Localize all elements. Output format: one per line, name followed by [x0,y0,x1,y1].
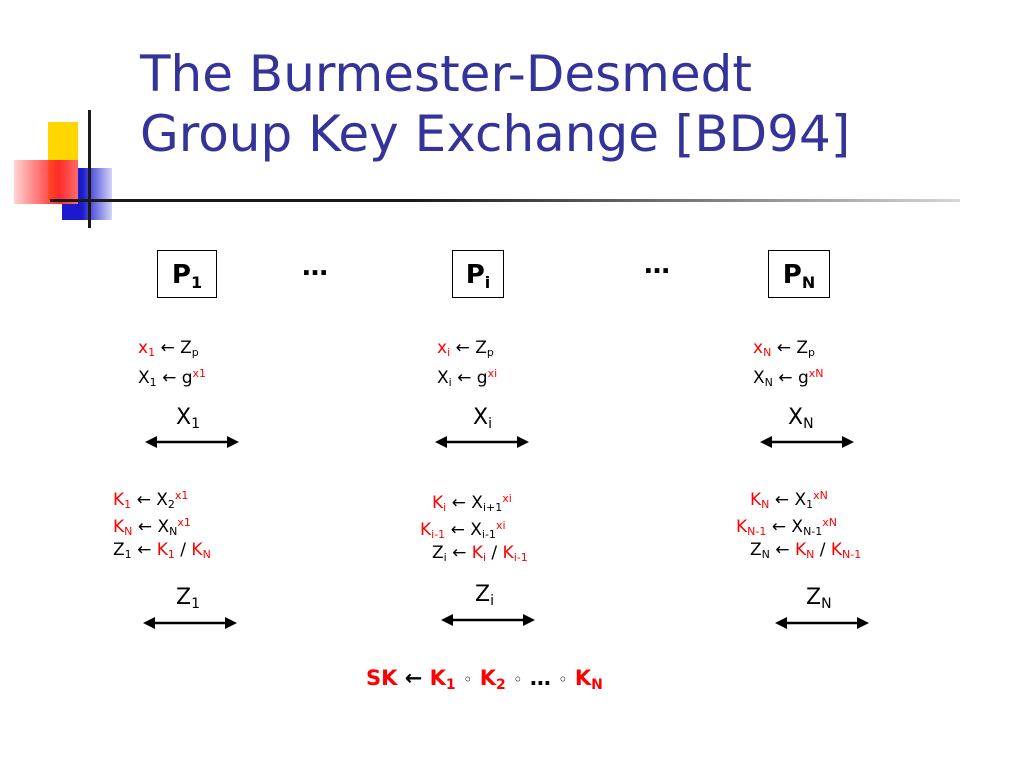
p1-msg2-label: Z1 [176,585,200,612]
p1-k2-eq: KN ← XNx1 [113,516,191,538]
pn-msg2-arrow [775,617,869,629]
title-underline [50,199,960,202]
title-line-1: The Burmester-Desmedt [140,45,752,103]
pi-msg1-arrow [435,436,529,448]
ellipsis-left: … [302,252,331,282]
logo-vertical-line [88,110,91,228]
pn-k1-eq: KN ← X1xN [750,489,828,511]
pn-msg2-label: ZN [806,585,832,612]
party-box-pn: PN [768,250,830,298]
pn-public-eq: XN ← gxN [753,367,824,389]
p1-msg2-arrow [143,617,237,629]
pi-k2-eq: Ki-1 ← Xi-1xi [420,519,506,541]
pi-secret-eq: xi ← Zp [437,338,494,359]
p1-msg1-arrow [145,436,239,448]
pn-msg1-arrow [760,436,854,448]
p1-secret-eq: x1 ← Zp [138,338,199,359]
pi-z-eq: Zi ← Ki / Ki-1 [432,543,528,564]
page-title: The Burmester-Desmedt Group Key Exchange… [140,44,850,164]
pn-z-eq: ZN ← KN / KN-1 [750,540,862,561]
pi-msg2-label: Zi [475,582,494,609]
p1-k1-eq: K1 ← X2x1 [113,489,189,511]
title-line-2: Group Key Exchange [BD94] [140,105,851,163]
pn-msg1-label: XN [788,405,814,432]
pi-k1-eq: Ki ← Xi+1xi [432,492,512,514]
pn-secret-eq: xN ← Zp [753,338,815,359]
p1-msg1-label: X1 [176,405,200,432]
ellipsis-right: … [644,250,673,280]
p1-z-eq: Z1 ← K1 / KN [113,540,211,561]
party-box-pi: Pi [452,250,504,298]
pi-msg2-arrow [441,614,535,626]
p1-public-eq: X1 ← gx1 [138,367,207,389]
pi-public-eq: Xi ← gxi [437,367,498,389]
pn-k2-eq: KN-1 ← XN-1xN [736,516,838,538]
party-box-p1: P1 [157,250,217,298]
logo-red-bar [14,160,78,204]
pi-msg1-label: Xi [473,405,492,432]
session-key-eq: SK ← K1 ◦ K2 ◦ … ◦ KN [366,666,603,693]
